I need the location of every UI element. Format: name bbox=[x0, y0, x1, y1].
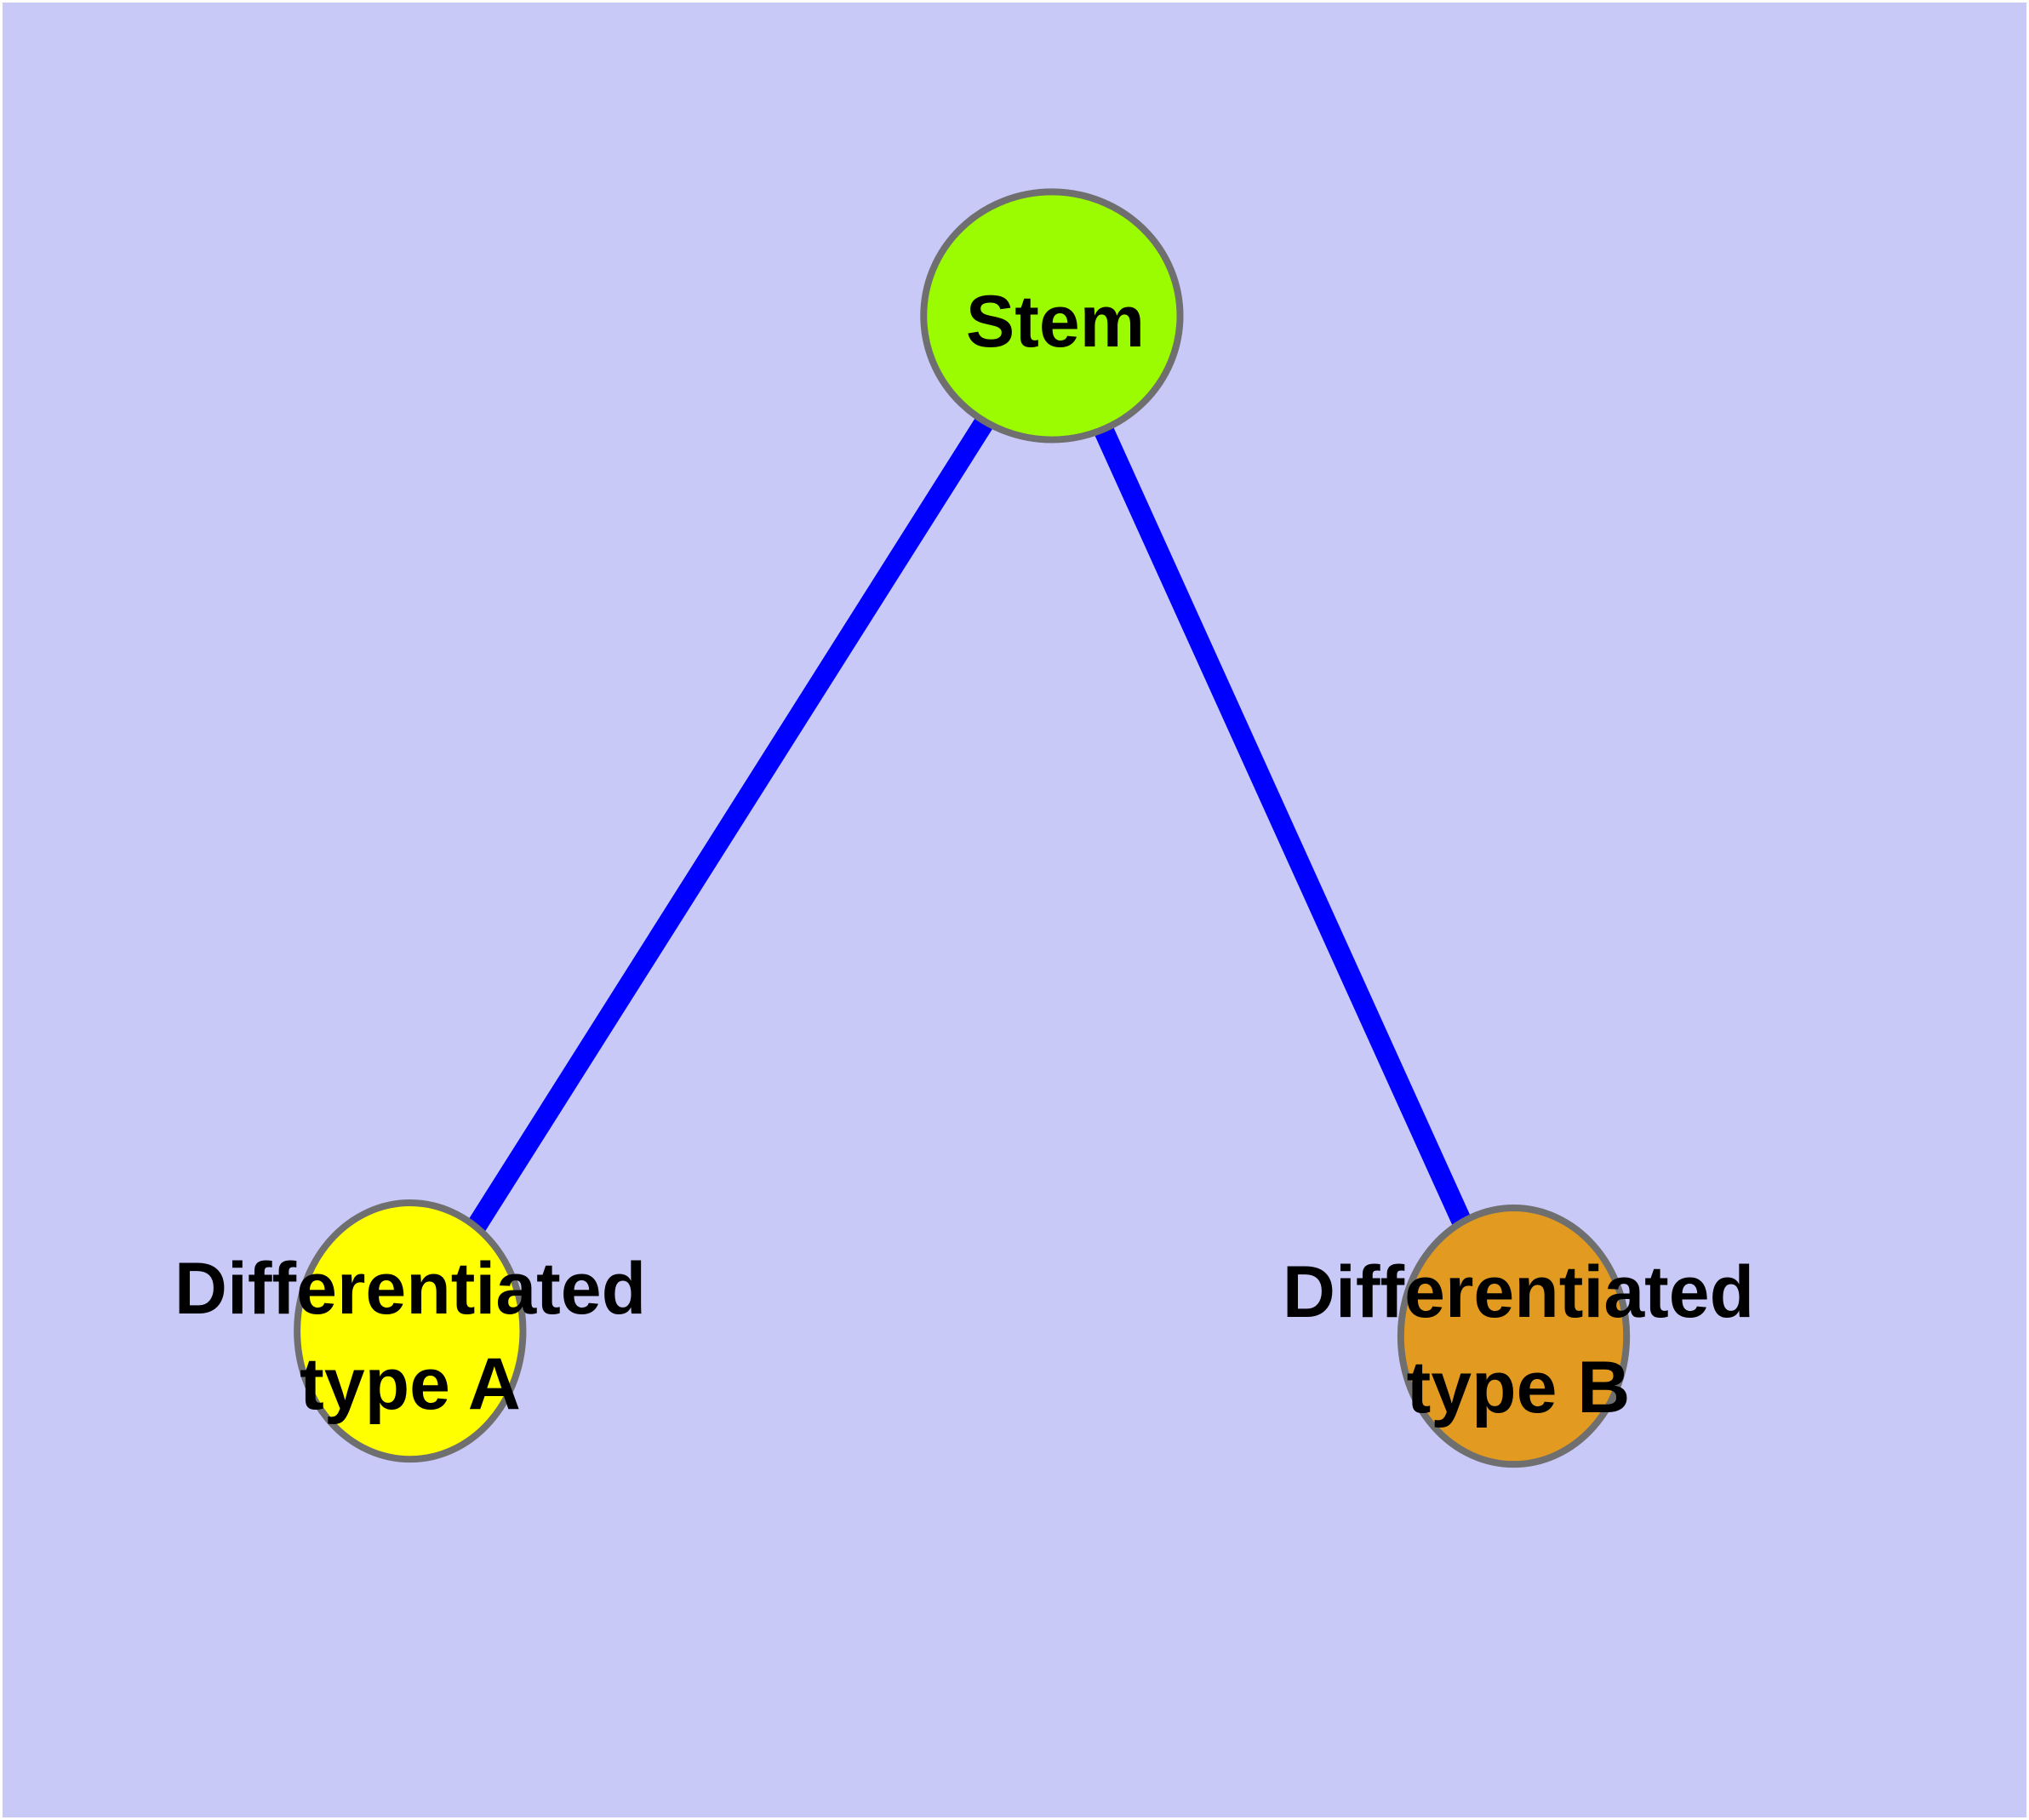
node-stem-shape bbox=[920, 188, 1184, 444]
diagram-canvas: Stem Differentiated type A Differentiate… bbox=[3, 3, 2026, 1817]
node-type-b-shape bbox=[1397, 1205, 1631, 1468]
node-type-a-shape bbox=[294, 1199, 527, 1463]
graph-svg bbox=[294, 188, 1631, 1468]
edge-stem-to-type-b bbox=[1042, 312, 1523, 1341]
edge-stem-to-type-a bbox=[401, 310, 1061, 1337]
